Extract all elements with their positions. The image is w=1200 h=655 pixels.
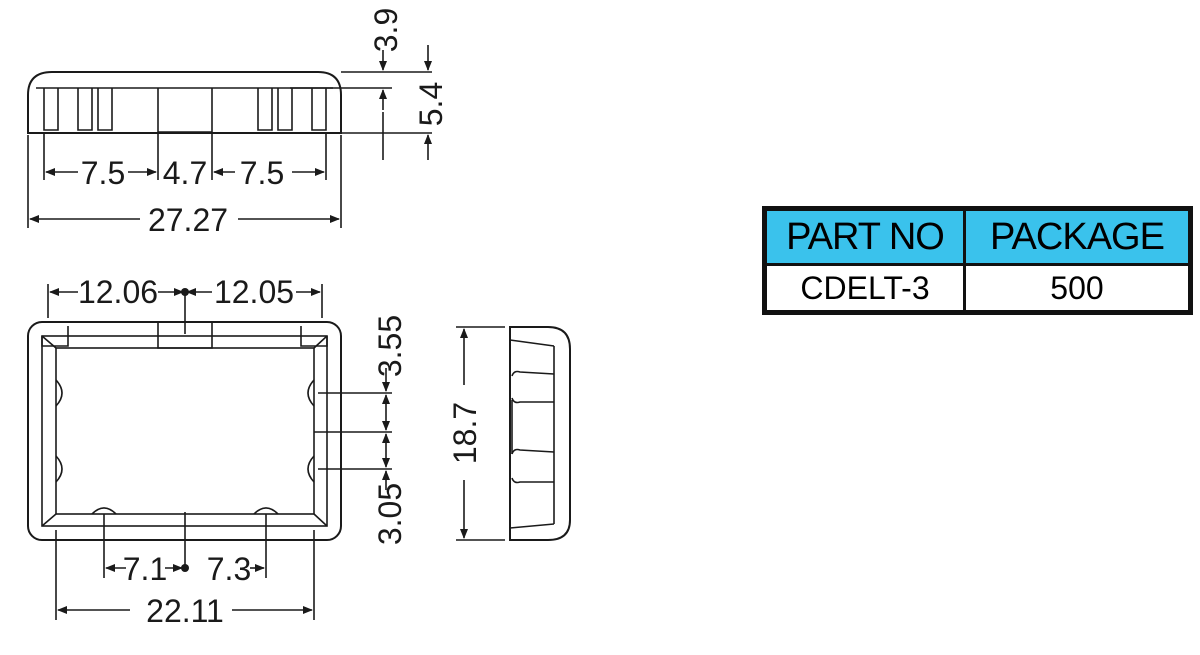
dim-overall-height: 18.7 [447,402,483,464]
dim-seg-mid: 4.7 [163,155,207,191]
cell-part-no: CDELT-3 [763,263,966,314]
dim-top-right: 12.05 [214,274,294,310]
header-package: PACKAGE [963,207,1192,266]
dim-seg-left: 7.5 [81,155,125,191]
plan-view [27,284,392,620]
top-elevation-view [27,45,432,228]
dim-overall-width: 27.27 [148,202,228,238]
dim-top-left: 12.06 [78,274,158,310]
dim-seg-right: 7.5 [240,155,284,191]
part-package-table: PART NO PACKAGE CDELT-3 500 [762,206,1193,315]
table-row: CDELT-3 500 [763,263,1192,314]
header-part-no: PART NO [763,207,966,266]
dim-bottom-left: 7.1 [123,551,167,587]
table-header-row: PART NO PACKAGE [763,207,1192,266]
cell-package: 500 [963,263,1192,314]
dim-side-lower: 3.05 [372,483,408,545]
datum-point-bottom [181,564,189,572]
dim-inner-width: 22.11 [146,593,224,629]
dim-side-upper: 3.55 [372,315,408,377]
dim-bottom-right: 7.3 [207,551,251,587]
dim-height-upper: 3.9 [368,8,404,52]
dim-height-lower: 5.4 [413,82,449,126]
side-view [456,326,571,541]
